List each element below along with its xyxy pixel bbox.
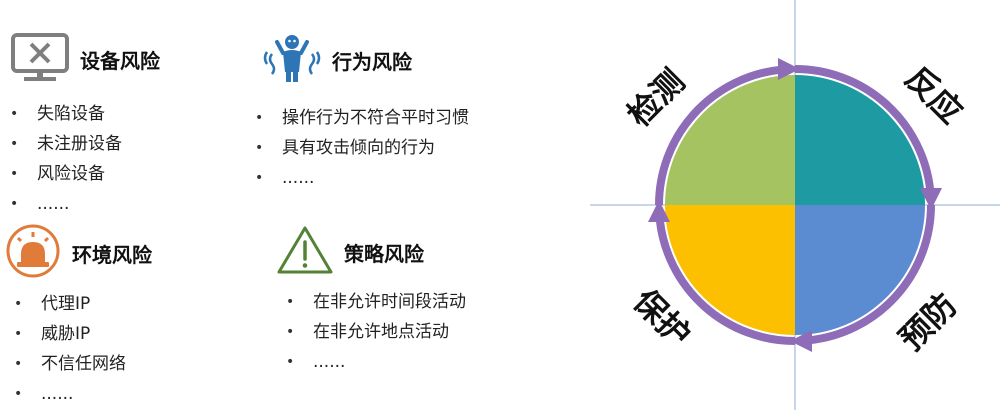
- device-risk-title: 设备风险: [80, 48, 160, 73]
- ring-arc-bottom-left: [655, 219, 796, 345]
- security-cycle-diagram: 检测 反应 保护 预防: [590, 0, 1000, 410]
- alarm-light-icon: [4, 224, 62, 282]
- ring-arrowhead-bottom: [790, 330, 812, 352]
- list-item: 不信任网络: [14, 349, 126, 379]
- list-item: 未注册设备: [10, 129, 122, 159]
- ring-arrowhead-right: [920, 188, 942, 210]
- device-risk-header: 设备风险: [10, 32, 160, 86]
- device-risk-list: 失陷设备 未注册设备 风险设备 ......: [10, 99, 122, 219]
- environment-risk-list: 代理IP 威胁IP 不信任网络 ......: [14, 289, 126, 409]
- policy-risk-list: 在非允许时间段活动 在非允许地点活动 ......: [286, 287, 466, 377]
- list-item: ......: [14, 379, 126, 409]
- detect-quadrant: [665, 75, 795, 205]
- list-item: 威胁IP: [14, 319, 126, 349]
- list-item: ......: [255, 163, 469, 193]
- list-item: ......: [10, 189, 122, 219]
- environment-risk-title: 环境风险: [72, 242, 152, 267]
- list-item: 在非允许地点活动: [286, 317, 466, 347]
- behavior-risk-title: 行为风险: [332, 49, 412, 74]
- protect-quadrant: [665, 205, 795, 335]
- environment-risk-header: 环境风险: [4, 224, 152, 282]
- list-item: ......: [286, 347, 466, 377]
- respond-quadrant: [795, 75, 925, 205]
- list-item: 代理IP: [14, 289, 126, 319]
- agitated-person-icon: [262, 32, 322, 88]
- ring-arrowhead-left: [648, 200, 670, 222]
- respond-label: 反应: [898, 59, 970, 131]
- behavior-risk-list: 操作行为不符合平时习惯 具有攻击倾向的行为 ......: [255, 103, 469, 193]
- behavior-risk-header: 行为风险: [262, 32, 412, 88]
- list-item: 操作行为不符合平时习惯: [255, 103, 469, 133]
- policy-risk-title: 策略风险: [344, 241, 424, 266]
- detect-label: 检测: [620, 62, 692, 134]
- monitor-x-icon: [10, 32, 70, 86]
- warning-triangle-icon: [276, 224, 334, 280]
- prevent-label: 预防: [892, 286, 964, 358]
- list-item: 风险设备: [10, 159, 122, 189]
- list-item: 在非允许时间段活动: [286, 287, 466, 317]
- ring-arc-top-left: [655, 65, 781, 206]
- ring-arrowhead-top: [778, 58, 800, 80]
- list-item: 失陷设备: [10, 99, 122, 129]
- ring-arc-top-right: [794, 65, 935, 191]
- policy-risk-header: 策略风险: [276, 224, 424, 280]
- prevent-quadrant: [795, 205, 925, 335]
- list-item: 具有攻击倾向的行为: [255, 133, 469, 163]
- ring-arc-bottom-right: [809, 204, 935, 345]
